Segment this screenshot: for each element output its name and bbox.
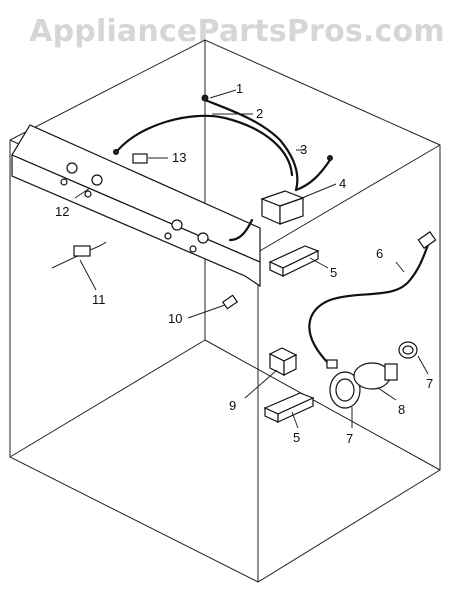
callout-13: 13 [172,150,186,165]
callout-labels: 1 2 3 4 5 5 6 7 7 8 9 10 11 12 13 [55,81,433,446]
callout-9: 9 [229,398,236,413]
callout-1: 1 [236,81,243,96]
sensor-part [221,294,239,310]
callout-3: 3 [300,142,307,157]
callout-7-cover: 7 [426,376,433,391]
igniter-part [51,241,107,269]
lamp-cover-part [398,341,418,359]
control-panel [11,124,261,288]
transformer-part [260,190,305,225]
callout-12: 12 [55,204,69,219]
callout-2: 2 [256,106,263,121]
light-bulb-part [353,362,398,390]
receptacle-lower [263,392,315,423]
cabinet-outline [9,39,441,583]
callout-4: 4 [339,176,346,191]
terminal-part [132,153,148,164]
callout-5-lower: 5 [293,430,300,445]
callout-6: 6 [376,246,383,261]
callout-10: 10 [168,311,182,326]
callout-11: 11 [92,292,106,307]
callout-8: 8 [398,402,405,417]
relay-part [268,347,298,376]
callout-5-upper: 5 [330,265,337,280]
receptacle-upper [268,245,320,277]
power-cord [308,231,437,369]
watermark-text: AppliancePartsPros.com [29,14,445,49]
lamp-socket-part [329,371,361,409]
screw-part [201,94,209,102]
callout-7-socket: 7 [346,431,353,446]
knob-switch-group [60,162,209,253]
leader-lines [74,89,429,429]
wire-harness [113,98,333,242]
